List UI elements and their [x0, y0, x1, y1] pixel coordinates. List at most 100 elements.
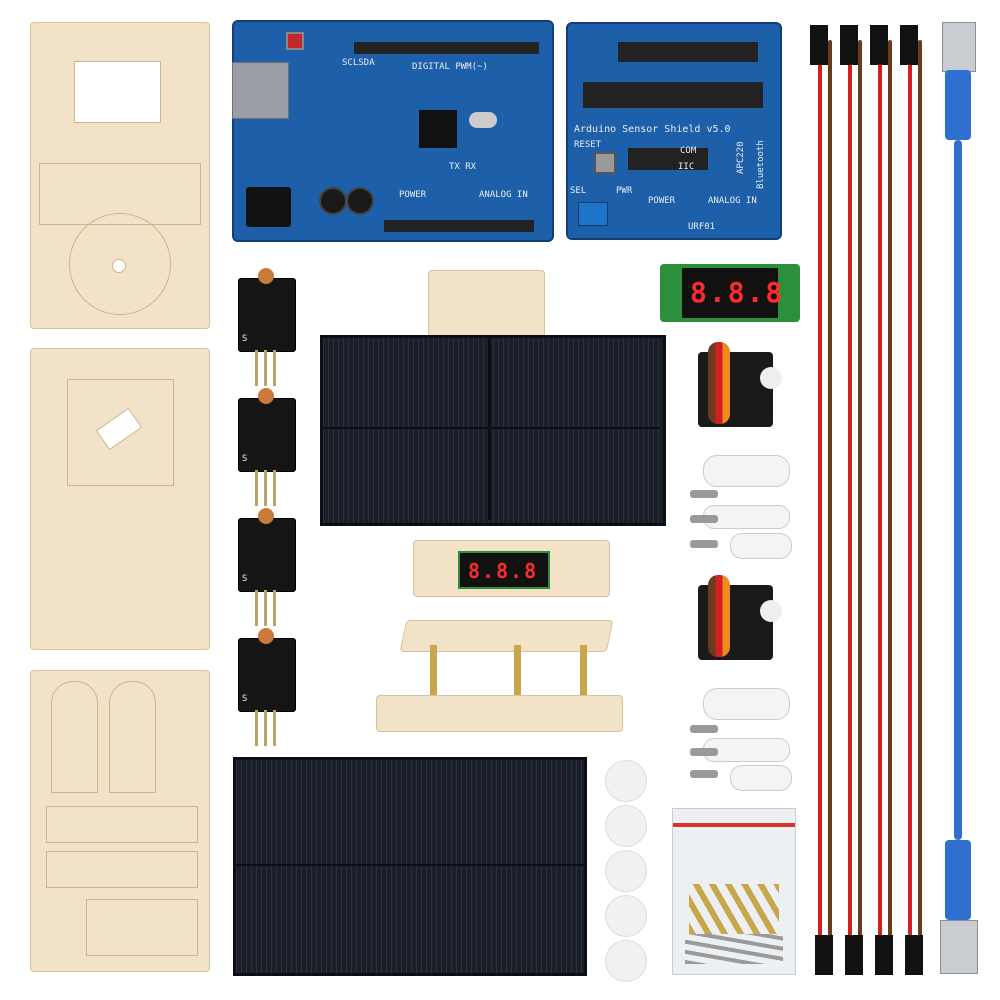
power-label: POWER [399, 190, 427, 200]
usb-cable [954, 140, 962, 840]
servo-motor-1 [690, 342, 790, 432]
screw-2 [690, 515, 718, 523]
shield-title: Arduino Sensor Shield v5.0 [574, 124, 731, 135]
screw-4 [690, 725, 718, 733]
shield-power-label: POWER [648, 196, 676, 206]
loose-solar-panel [233, 757, 587, 976]
voltmeter-reading: 8.8.8 [690, 276, 785, 309]
shield-pin-block-2 [628, 148, 708, 170]
reset-button [286, 32, 304, 50]
servo-motor-2 [690, 575, 790, 665]
servo-horn-cross [703, 455, 790, 487]
arch-piece-right [109, 681, 156, 793]
rect-piece-3 [86, 899, 198, 956]
shield-pin-block-1 [583, 82, 763, 108]
sensor-shield-board: Arduino Sensor Shield v5.0 RESET COM IIC… [566, 22, 782, 240]
shield-apc-label: APC220 [736, 141, 746, 174]
circle-disc [69, 213, 171, 315]
shield-iic-label: IIC [678, 162, 695, 172]
dupont-connector-top-4 [900, 25, 918, 65]
rect-piece-1 [46, 806, 198, 843]
ldr-module-3: S [238, 508, 296, 628]
screw-6 [690, 770, 718, 778]
standalone-voltmeter: 8.8.8 [660, 264, 800, 322]
capacitor-1 [319, 187, 347, 215]
dupont-connector-top-3 [870, 25, 888, 65]
hardware-bag [672, 808, 796, 975]
adhesive-pad-3 [605, 850, 647, 892]
ldr-module-4: S [238, 628, 296, 748]
photoresistor [258, 628, 274, 644]
servo-horn-short [730, 533, 792, 559]
screw-3 [690, 540, 718, 548]
shield-terminal-block [578, 202, 608, 226]
adhesive-pad-5 [605, 940, 647, 982]
dupont-wire-brown-2 [858, 40, 862, 950]
center-hole [112, 259, 126, 273]
usb-a-boot [945, 70, 971, 140]
shield-bluetooth-label: Bluetooth [756, 140, 766, 189]
photoresistor [258, 508, 274, 524]
wooden-panel-middle [30, 348, 210, 650]
wooden-panel-bottom [30, 670, 210, 972]
ldr-pins [255, 710, 277, 746]
base-plate [376, 695, 623, 732]
ldr-s-label: S [242, 574, 248, 584]
top-sensor-housing [428, 270, 545, 342]
dupont-wire-red-1 [818, 40, 822, 950]
adhesive-pad-4 [605, 895, 647, 937]
adhesive-pad-2 [605, 805, 647, 847]
power-header [384, 220, 534, 232]
ldr-pins [255, 470, 277, 506]
tracker-solar-panel [320, 335, 666, 526]
arduino-uno-board: DIGITAL PWM(~) SCLSDA TX RX POWER ANALOG… [232, 20, 554, 242]
shield-reset-button [594, 152, 616, 174]
digital-header [354, 42, 539, 54]
adhesive-pad-1 [605, 760, 647, 802]
ldr-pins [255, 350, 277, 386]
assembled-solar-tracker: 8.8.8 [318, 245, 668, 735]
dupont-wire-brown-4 [918, 40, 922, 950]
dupont-wire-brown-3 [888, 40, 892, 950]
dupont-connector-bottom-2 [845, 935, 863, 975]
shield-com-label: COM [680, 146, 697, 156]
usb-b-connector [940, 920, 978, 974]
shield-urf-label: URF01 [688, 222, 716, 232]
servo-wire-bundle [708, 575, 730, 657]
ldr-s-label: S [242, 694, 248, 704]
brass-standoffs [689, 884, 779, 934]
ldr-board [238, 278, 296, 352]
dupont-connector-top-1 [810, 25, 828, 65]
usb-b-port [232, 62, 289, 119]
tracker-voltmeter: 8.8.8 [458, 551, 550, 589]
ldr-s-label: S [242, 454, 248, 464]
dupont-connector-bottom-1 [815, 935, 833, 975]
shield-pwr-label: PWR [616, 186, 633, 196]
photoresistor [258, 388, 274, 404]
dupont-connector-top-2 [840, 25, 858, 65]
square-frame [67, 379, 174, 486]
ldr-module-2: S [238, 388, 296, 508]
digital-label: DIGITAL PWM(~) [412, 62, 488, 72]
wooden-panel-top [30, 22, 210, 329]
rect-piece-2 [46, 851, 198, 888]
screw-5 [690, 748, 718, 756]
dupont-connector-bottom-3 [875, 935, 893, 975]
bag-zip-seal [673, 823, 795, 827]
dc-jack [246, 187, 291, 227]
usb-a-connector [942, 22, 976, 72]
ldr-s-label: S [242, 334, 248, 344]
microcontroller-chip [419, 110, 457, 148]
servo-shaft [760, 367, 782, 389]
ldr-module-1: S [238, 268, 296, 388]
dupont-wire-brown-1 [828, 40, 832, 950]
dupont-connector-bottom-4 [905, 935, 923, 975]
crystal [469, 112, 497, 128]
tracker-voltmeter-reading: 8.8.8 [468, 559, 539, 583]
capacitor-2 [346, 187, 374, 215]
ldr-pins [255, 590, 277, 626]
servo-horn-short-2 [730, 765, 792, 791]
dupont-wire-red-4 [908, 40, 912, 950]
servo-wire-bundle [708, 342, 730, 424]
dupont-wire-red-2 [848, 40, 852, 950]
